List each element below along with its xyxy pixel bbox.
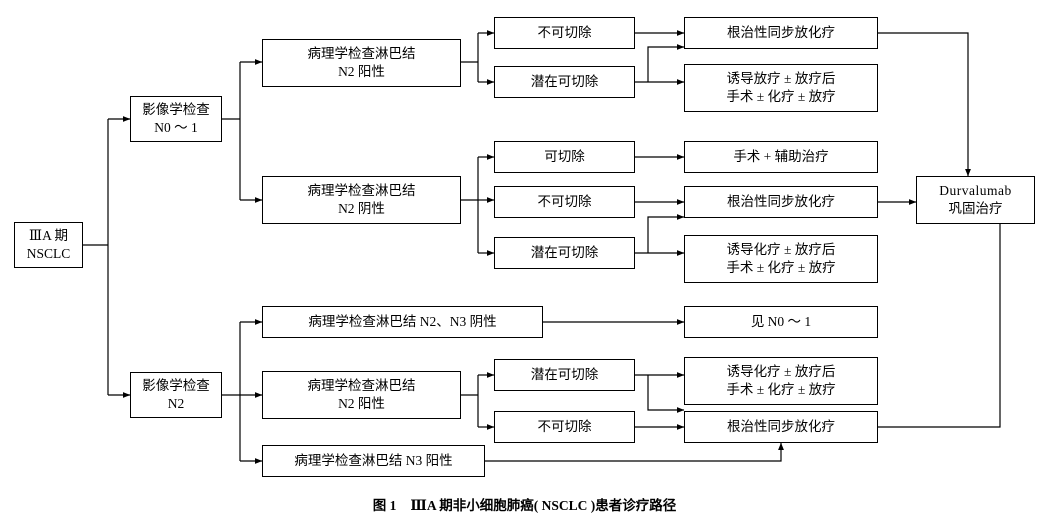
node-potential-resectable-1-label: 潜在可切除: [530, 73, 599, 89]
node-imaging-n0-1: 影像学检查 N0 ～ 1: [130, 96, 222, 142]
node-root-line1: ⅢA 期: [29, 227, 68, 243]
node-potential-resectable-3: 潜在可切除: [494, 359, 635, 391]
node-pathology-n2-n3-negative: 病理学检查淋巴结 N2、N3 阴性: [262, 306, 543, 338]
node-imaging-n2-line1: 影像学检查: [142, 377, 210, 393]
node-pathology-n2-positive-bottom-line1: 病理学检查淋巴结: [307, 377, 416, 393]
node-potential-resectable-2-label: 潜在可切除: [530, 244, 599, 260]
node-induction-therapy-3-line1: 诱导化疗 ± 放疗后: [726, 363, 836, 379]
node-imaging-n2: 影像学检查 N2: [130, 372, 222, 418]
node-pathology-n2-n3-negative-line1: 病理学检查淋巴结 N2、N3 阴性: [308, 313, 497, 329]
node-imaging-n2-line2: N2: [167, 396, 185, 411]
node-resectable-2: 可切除: [494, 141, 635, 173]
node-imaging-n0-1-line1: 影像学检查: [142, 101, 210, 117]
node-unresectable-2-label: 不可切除: [537, 193, 592, 209]
node-resectable-2-label: 可切除: [544, 148, 585, 164]
figure-caption-label: 图 1: [372, 498, 397, 513]
node-definitive-chemoradiation-3-label: 根治性同步放化疗: [727, 418, 835, 434]
node-pathology-n2-negative-line2: N2 阴性: [338, 201, 385, 216]
node-pathology-n2-positive-bottom: 病理学检查淋巴结 N2 阳性: [262, 371, 461, 419]
node-durvalumab-consolidation-line2: 巩固治疗: [948, 201, 1003, 216]
node-pathology-n2-positive-top-line1: 病理学检查淋巴结: [307, 45, 416, 61]
node-see-n0-1: 见 N0 ～ 1: [684, 306, 878, 338]
node-durvalumab-consolidation-line1: Durvalumab: [939, 182, 1012, 198]
node-see-n0-1-label: 见 N0 ～ 1: [750, 313, 812, 329]
node-definitive-chemoradiation-2: 根治性同步放化疗: [684, 186, 878, 218]
node-induction-therapy-2-line2: 手术 ± 化疗 ± 放疗: [726, 260, 836, 275]
node-potential-resectable-2: 潜在可切除: [494, 237, 635, 269]
node-pathology-n2-positive-bottom-line2: N2 阳性: [338, 396, 385, 411]
node-unresectable-3-label: 不可切除: [537, 418, 592, 434]
node-surgery-adjuvant-label: 手术 + 辅助治疗: [733, 148, 829, 164]
node-definitive-chemoradiation-3: 根治性同步放化疗: [684, 411, 878, 443]
node-induction-therapy-2: 诱导化疗 ± 放疗后 手术 ± 化疗 ± 放疗: [684, 235, 878, 283]
node-imaging-n0-1-line2: N0 ～ 1: [154, 120, 198, 135]
node-pathology-n2-positive-top-line2: N2 阳性: [338, 64, 385, 79]
node-pathology-n3-positive: 病理学检查淋巴结 N3 阳性: [262, 445, 485, 477]
node-surgery-adjuvant: 手术 + 辅助治疗: [684, 141, 878, 173]
node-induction-therapy-1-line1: 诱导放疗 ± 放疗后: [726, 70, 836, 86]
node-potential-resectable-1: 潜在可切除: [494, 66, 635, 98]
node-unresectable-2: 不可切除: [494, 186, 635, 218]
node-potential-resectable-3-label: 潜在可切除: [530, 366, 599, 382]
node-unresectable-1: 不可切除: [494, 17, 635, 49]
node-definitive-chemoradiation-1: 根治性同步放化疗: [684, 17, 878, 49]
node-induction-therapy-1-line2: 手术 ± 化疗 ± 放疗: [726, 89, 836, 104]
node-induction-therapy-3: 诱导化疗 ± 放疗后 手术 ± 化疗 ± 放疗: [684, 357, 878, 405]
figure-caption-text: ⅢA 期非小细胞肺癌( NSCLC )患者诊疗路径: [410, 498, 677, 513]
node-durvalumab-consolidation: Durvalumab 巩固治疗: [916, 176, 1035, 224]
node-induction-therapy-1: 诱导放疗 ± 放疗后 手术 ± 化疗 ± 放疗: [684, 64, 878, 112]
node-unresectable-1-label: 不可切除: [537, 24, 592, 40]
node-definitive-chemoradiation-1-label: 根治性同步放化疗: [727, 24, 835, 40]
node-pathology-n2-positive-top: 病理学检查淋巴结 N2 阳性: [262, 39, 461, 87]
figure-caption: 图 1 ⅢA 期非小细胞肺癌( NSCLC )患者诊疗路径: [0, 494, 1049, 514]
node-induction-therapy-2-line1: 诱导化疗 ± 放疗后: [726, 241, 836, 257]
node-pathology-n2-negative-line1: 病理学检查淋巴结: [307, 182, 416, 198]
node-unresectable-3: 不可切除: [494, 411, 635, 443]
node-root: ⅢA 期 NSCLC: [14, 222, 83, 268]
node-induction-therapy-3-line2: 手术 ± 化疗 ± 放疗: [726, 382, 836, 397]
node-definitive-chemoradiation-2-label: 根治性同步放化疗: [727, 193, 835, 209]
node-pathology-n3-positive-line1: 病理学检查淋巴结 N3 阳性: [294, 452, 453, 468]
node-root-line2: NSCLC: [26, 246, 71, 261]
node-pathology-n2-negative: 病理学检查淋巴结 N2 阴性: [262, 176, 461, 224]
